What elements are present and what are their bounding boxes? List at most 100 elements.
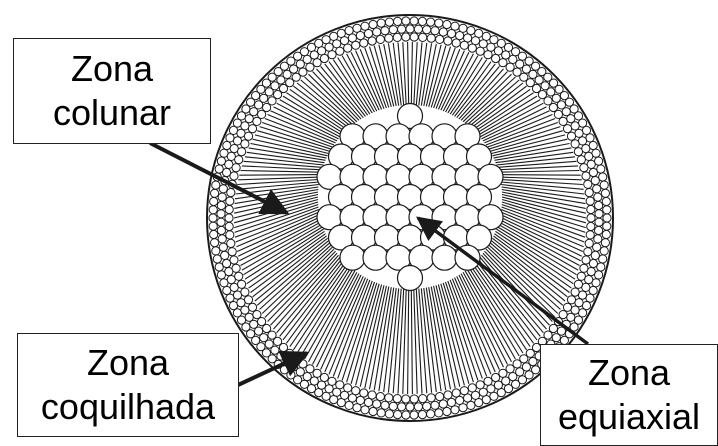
chill-grain [600, 181, 608, 189]
chill-grain [582, 126, 590, 134]
chill-grain [385, 18, 393, 26]
chill-grain [410, 395, 418, 403]
chill-grain [385, 34, 393, 42]
chill-grain [402, 33, 410, 41]
chill-grain [460, 41, 468, 49]
chill-grain [306, 63, 314, 71]
chill-grain [594, 193, 602, 201]
chill-grain [376, 35, 384, 43]
chill-grain [238, 148, 246, 156]
chill-grain [587, 205, 595, 213]
chill-grain [484, 377, 492, 385]
chill-grain [320, 373, 328, 381]
chill-grain [244, 132, 252, 140]
chill-grain [228, 248, 236, 256]
chill-grain [368, 37, 376, 45]
chill-grain [248, 303, 256, 311]
chill-grain [377, 19, 385, 27]
chill-grain [593, 243, 601, 251]
chill-grain [580, 264, 588, 272]
chill-grain [210, 230, 218, 238]
chill-grain [253, 311, 261, 319]
chill-grain [225, 205, 233, 213]
label-zona-coquilhada-line1: Zona [87, 341, 169, 385]
chill-grain [431, 401, 439, 409]
chill-grain [402, 395, 410, 403]
chill-grain [559, 117, 567, 125]
label-zona-colunar-line2: colunar [53, 91, 171, 135]
chill-grain [419, 33, 427, 41]
chill-grain [410, 33, 418, 41]
chill-grain [376, 393, 384, 401]
chill-grain [490, 392, 498, 400]
chill-grain [427, 18, 435, 26]
equiaxed-grain [432, 245, 457, 270]
chill-grain [315, 39, 323, 47]
chill-grain [217, 210, 225, 218]
chill-grain [582, 172, 590, 180]
chill-grain [571, 122, 579, 130]
chill-grain [423, 402, 431, 410]
chill-grain [563, 125, 571, 133]
chill-grain [385, 394, 393, 402]
chill-grain [574, 148, 582, 156]
chill-grain [394, 17, 402, 25]
chill-grain [248, 125, 256, 133]
chill-grain [393, 33, 401, 41]
chill-grain [586, 134, 594, 142]
chill-grain [439, 28, 447, 36]
chill-grain [506, 365, 514, 373]
chill-grain [499, 369, 507, 377]
chill-grain [586, 231, 594, 239]
chill-grain [427, 410, 435, 418]
chill-grain [381, 27, 389, 35]
chill-grain [603, 214, 611, 222]
chill-grain [325, 385, 333, 393]
chill-grain [352, 41, 360, 49]
chill-grain [513, 360, 521, 368]
chill-grain [212, 181, 220, 189]
chill-grain [418, 17, 426, 25]
chill-grain [381, 401, 389, 409]
chill-grain [492, 373, 500, 381]
chill-grain [595, 210, 603, 218]
chill-grain [369, 407, 377, 415]
chill-grain [209, 214, 217, 222]
chill-grain [241, 140, 249, 148]
label-zona-equiaxial-line1: Zona [588, 351, 670, 395]
chill-grain [452, 39, 460, 47]
chill-grain [571, 288, 579, 296]
chill-grain [218, 235, 226, 243]
chill-grain [439, 400, 447, 408]
equiaxed-grain [340, 245, 365, 270]
label-zona-coquilhada: Zona coquilhada [17, 333, 239, 437]
chill-grain [603, 206, 611, 214]
chill-grain [406, 25, 414, 33]
chill-grain [344, 384, 352, 392]
columnar-grain [499, 175, 581, 176]
chill-grain [460, 387, 468, 395]
equiaxed-grain [363, 245, 388, 270]
chill-grain [218, 193, 226, 201]
chill-grain [237, 299, 245, 307]
chill-grain [241, 306, 249, 314]
chill-grain [221, 251, 229, 259]
chill-grain [593, 185, 601, 193]
chill-grain [476, 47, 484, 55]
chill-grain [320, 54, 328, 62]
chill-grain [603, 222, 611, 230]
chill-grain [582, 256, 590, 264]
equiaxed-grain [398, 266, 423, 291]
chill-grain [373, 400, 381, 408]
chill-grain [325, 43, 333, 51]
chill-grain [225, 214, 233, 222]
chill-grain [443, 407, 451, 415]
chill-grain [406, 403, 414, 411]
chill-grain [601, 239, 609, 247]
chill-grain [219, 185, 227, 193]
chill-grain [586, 294, 594, 302]
chill-grain [435, 19, 443, 27]
chill-grain [217, 201, 225, 209]
chill-grain [506, 63, 514, 71]
chill-grain [600, 247, 608, 255]
